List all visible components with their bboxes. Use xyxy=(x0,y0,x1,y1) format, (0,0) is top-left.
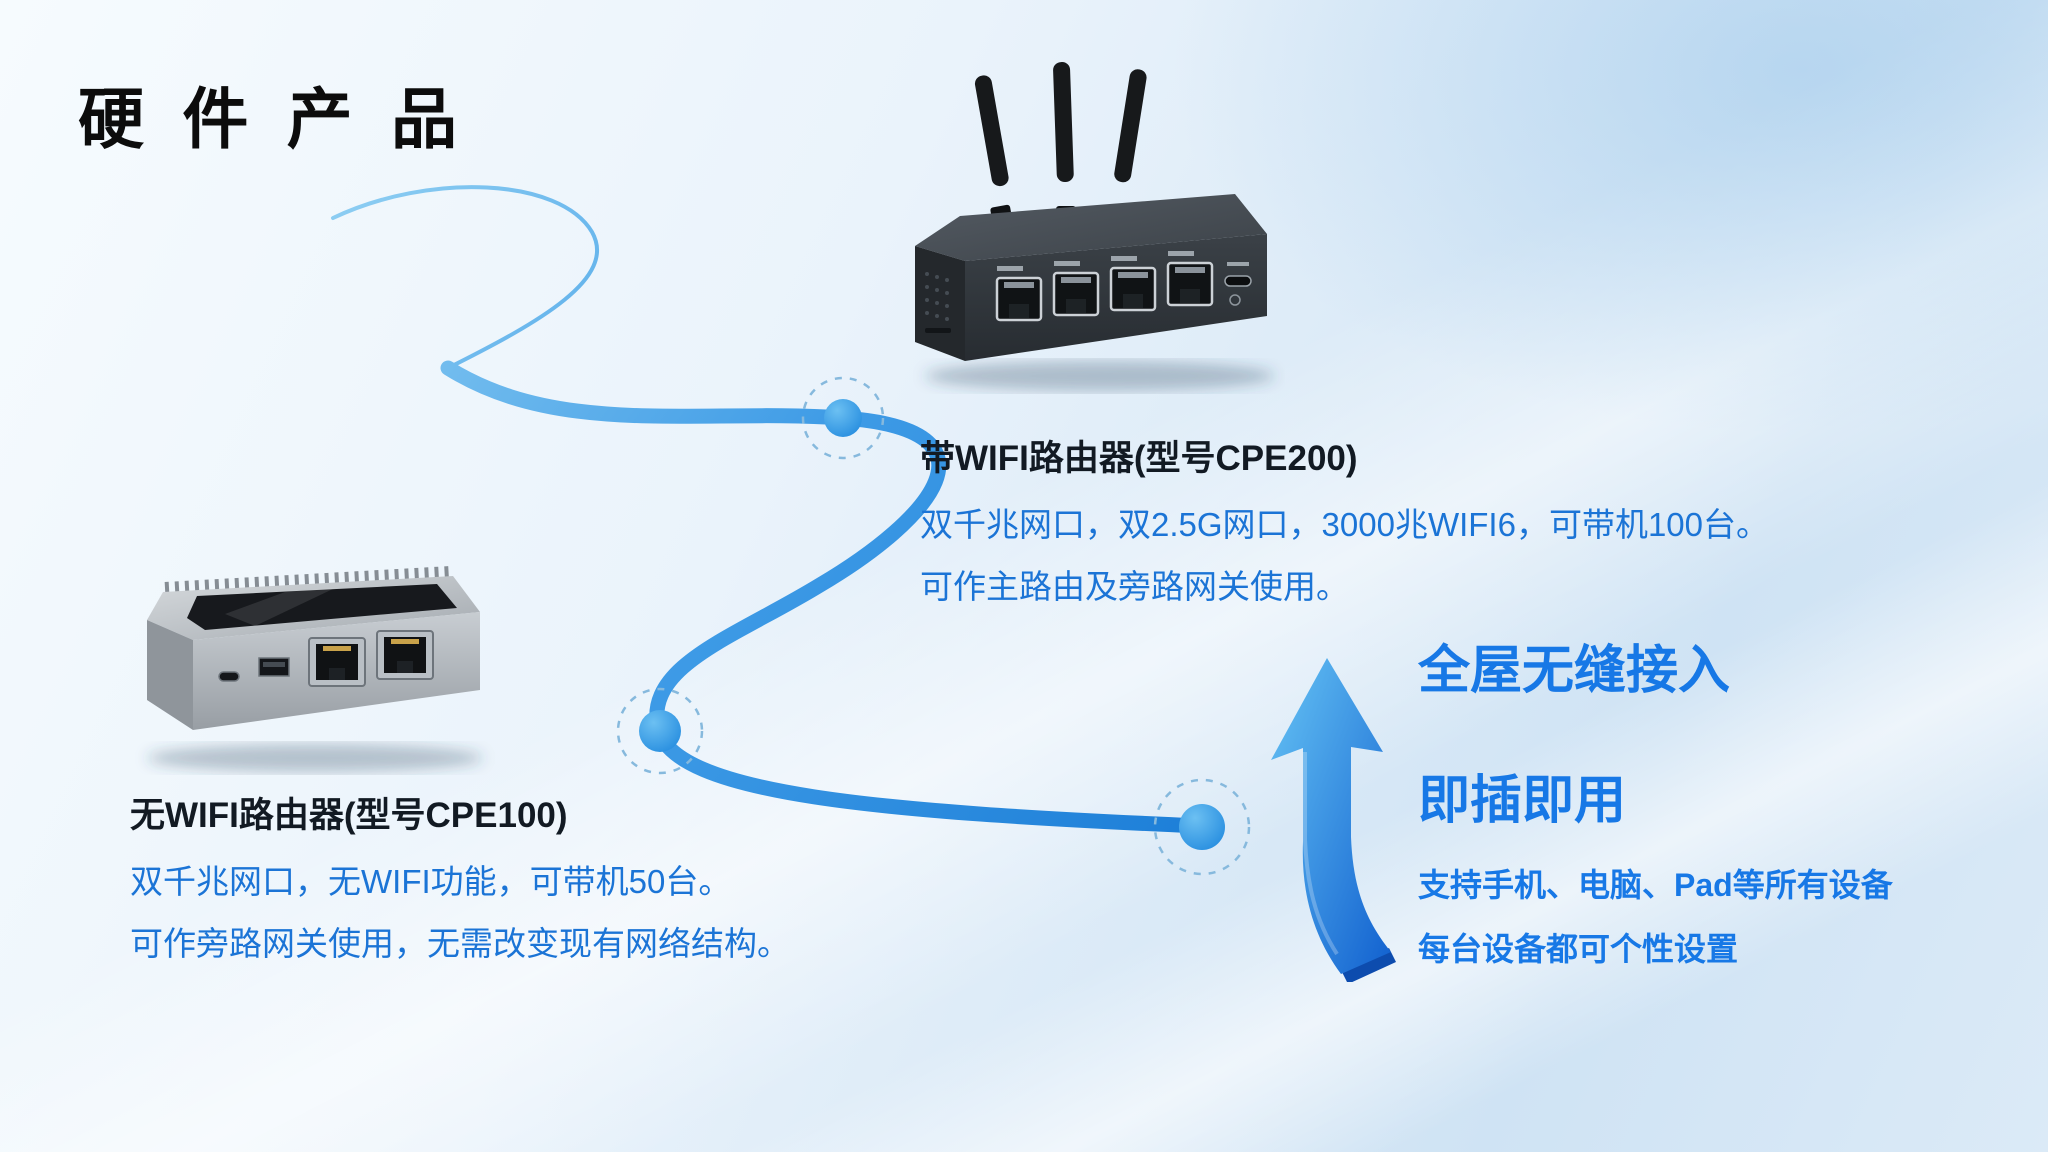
cpe100-name: 无WIFI路由器(型号CPE100) xyxy=(130,796,568,835)
router-cpe200-image xyxy=(905,56,1285,401)
curve-thin-segment xyxy=(331,185,600,370)
node-dot-icon xyxy=(616,687,704,775)
arrow-highlight xyxy=(1303,752,1339,956)
page-title: 硬 件 产 品 xyxy=(78,82,468,156)
usb-c-port xyxy=(1224,262,1252,306)
ethernet-ports xyxy=(995,251,1214,322)
node-dot-icon xyxy=(1153,778,1251,876)
cpe100-spec-1: 双千兆网口，无WIFI功能，可带机50台。 xyxy=(130,863,732,900)
benefit-headline-2: 即插即用 xyxy=(1418,772,1627,830)
router-cpe100-image xyxy=(135,540,500,785)
top-glass-panel xyxy=(187,584,457,630)
up-arrow-icon xyxy=(1245,652,1410,982)
usb-a-port xyxy=(258,657,290,677)
heatsink-fins xyxy=(164,566,452,594)
cpe200-spec-1: 双千兆网口，双2.5G网口，3000兆WIFI6，可带机100台。 xyxy=(920,506,1770,543)
router-left-face xyxy=(915,246,965,361)
arrow-bottom-face xyxy=(1341,948,1396,982)
cpe100-info: 无WIFI路由器(型号CPE100) 双千兆网口，无WIFI功能，可带机50台。… xyxy=(130,795,790,986)
router-top-face xyxy=(915,194,1267,261)
node-dot-icon xyxy=(801,376,885,460)
antenna-icon xyxy=(974,62,1147,222)
device-shadow xyxy=(147,744,483,772)
usb-c-port xyxy=(218,671,240,682)
cpe200-info: 带WIFI路由器(型号CPE200) 双千兆网口，双2.5G网口，3000兆WI… xyxy=(920,438,1769,629)
cpe200-name: 带WIFI路由器(型号CPE200) xyxy=(920,439,1358,478)
curve-thick-segment xyxy=(440,360,1208,834)
device-shadow xyxy=(925,361,1275,391)
ethernet-ports xyxy=(308,630,434,687)
router-left-face xyxy=(147,620,193,730)
cpe100-spec-2: 可作旁路网关使用，无需改变现有网络结构。 xyxy=(130,925,790,963)
benefit-detail-2: 每台设备都可个性设置 xyxy=(1418,931,1739,967)
glass-reflection xyxy=(225,588,335,626)
benefits-panel: 全屋无缝接入 即插即用 支持手机、电脑、Pad等所有设备 每台设备都可个性设置 xyxy=(1418,645,1893,997)
cpe200-spec-2: 可作主路由及旁路网关使用。 xyxy=(920,568,1349,606)
arrow-body xyxy=(1271,658,1391,974)
vent-holes xyxy=(925,272,951,333)
benefit-headline-1: 全屋无缝接入 xyxy=(1418,642,1731,700)
benefit-detail-1: 支持手机、电脑、Pad等所有设备 xyxy=(1418,867,1893,903)
